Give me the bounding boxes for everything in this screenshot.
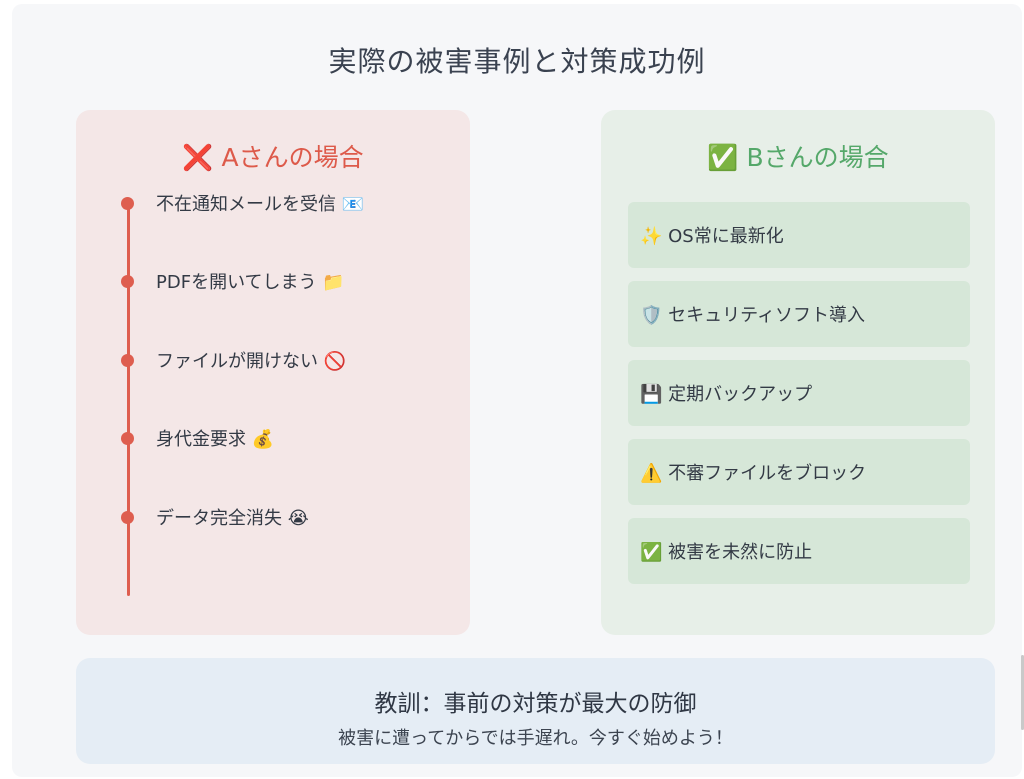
timeline-step-text: 身代金要求 💰 bbox=[156, 429, 275, 450]
case-a-panel: ❌ Aさんの場合 不在通知メールを受信 📧 PDFを開いてしまう 📁 ファイルが… bbox=[76, 110, 470, 635]
timeline-line bbox=[127, 200, 130, 596]
measure-card: 🛡️ セキュリティソフト導入 bbox=[628, 281, 970, 347]
timeline-item: PDFを開いてしまう 📁 bbox=[120, 270, 345, 293]
lesson-box: 教訓：事前の対策が最大の防御 被害に遭ってからでは手遅れ。今すぐ始めよう！ bbox=[76, 658, 995, 764]
timeline-dot bbox=[121, 274, 134, 288]
timeline-step-text: データ完全消失 😭 bbox=[156, 508, 309, 529]
timeline-dot bbox=[121, 431, 134, 445]
case-b-heading: ✅ Bさんの場合 bbox=[707, 143, 889, 172]
measure-card: ✅ 被害を未然に防止 bbox=[628, 518, 970, 584]
timeline-dot bbox=[121, 196, 134, 210]
timeline-step-text: 不在通知メールを受信 📧 bbox=[156, 194, 365, 215]
page-container: 実際の被害事例と対策成功例 ❌ Aさんの場合 不在通知メールを受信 📧 PDFを… bbox=[12, 4, 1022, 777]
timeline-item: ファイルが開けない 🚫 bbox=[120, 349, 346, 372]
measure-card: ⚠️ 不審ファイルをブロック bbox=[628, 439, 970, 505]
timeline-dot bbox=[121, 353, 134, 367]
timeline-item: 不在通知メールを受信 📧 bbox=[120, 192, 364, 215]
timeline-step-text: ファイルが開けない 🚫 bbox=[156, 351, 347, 372]
lesson-subtitle: 被害に遭ってからでは手遅れ。今すぐ始めよう！ bbox=[338, 728, 733, 749]
scrollbar-thumb[interactable] bbox=[1021, 655, 1024, 730]
timeline-item: データ完全消失 😭 bbox=[120, 506, 309, 529]
timeline-dot bbox=[121, 510, 134, 524]
timeline-step-text: PDFを開いてしまう 📁 bbox=[156, 272, 345, 293]
case-b-panel: ✅ Bさんの場合 ✨ OS常に最新化 🛡️ セキュリティソフト導入 💾 定期バッ… bbox=[601, 110, 995, 635]
timeline-item: 身代金要求 💰 bbox=[120, 427, 274, 450]
lesson-title: 教訓：事前の対策が最大の防御 bbox=[374, 691, 697, 717]
measure-card: 💾 定期バックアップ bbox=[628, 360, 970, 426]
page-title: 実際の被害事例と対策成功例 bbox=[328, 45, 706, 78]
case-a-heading: ❌ Aさんの場合 bbox=[182, 143, 364, 172]
measure-card: ✨ OS常に最新化 bbox=[628, 202, 970, 268]
